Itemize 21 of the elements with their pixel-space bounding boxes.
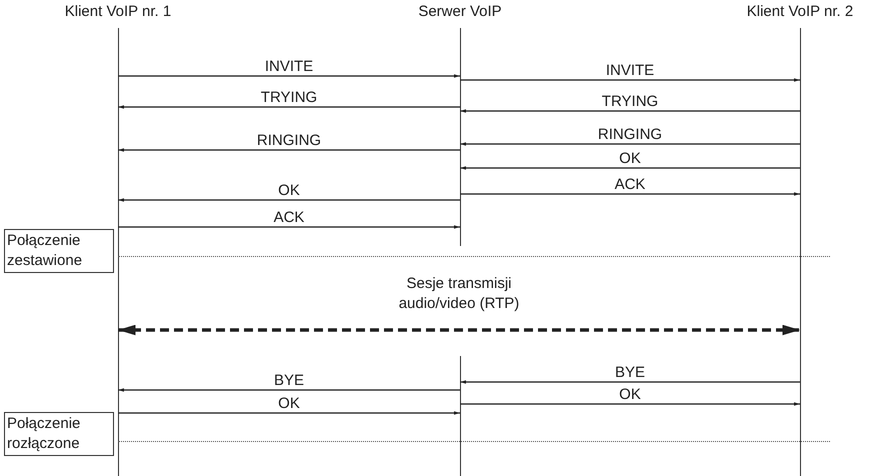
message-arrow xyxy=(118,74,460,78)
participant-label: Klient VoIP nr. 1 xyxy=(64,3,172,20)
message-arrow xyxy=(460,78,800,82)
message-arrow xyxy=(460,380,800,384)
message-arrow xyxy=(460,109,800,113)
participant-label: Klient VoIP nr. 2 xyxy=(746,3,854,20)
edge-label: Sesje transmisji audio/video (RTP) xyxy=(398,274,520,314)
message-arrow xyxy=(118,148,460,152)
message-arrow xyxy=(460,192,800,196)
message-arrow xyxy=(460,402,800,406)
message-arrow xyxy=(118,198,460,202)
state-label: Połączenie rozłączone xyxy=(4,412,114,456)
message-arrow xyxy=(118,324,800,336)
message-arrow xyxy=(118,225,460,229)
state-label: Połączenie zestawione xyxy=(4,229,114,273)
message-arrow xyxy=(118,105,460,109)
message-arrow xyxy=(460,166,800,170)
message-arrow xyxy=(118,411,460,415)
participant-label: Serwer VoIP xyxy=(418,3,502,20)
message-arrow xyxy=(460,142,800,146)
message-arrow xyxy=(118,388,460,392)
